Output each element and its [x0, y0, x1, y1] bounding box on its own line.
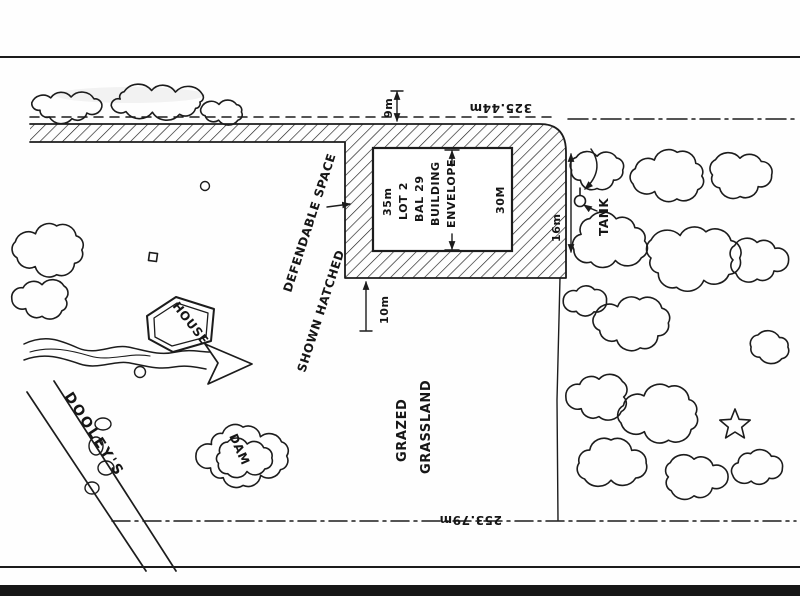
tree-cloud — [729, 237, 790, 283]
shed-symbol — [147, 251, 159, 263]
envelope-width-label: 35m — [381, 187, 394, 216]
house-outline — [146, 296, 215, 353]
rear-setback-label: 10m — [378, 295, 391, 324]
tank-symbol — [573, 194, 587, 208]
tree-cloud — [110, 83, 205, 121]
tree-cloud — [199, 99, 243, 126]
tree-cloud — [215, 437, 274, 479]
stone-3 — [97, 460, 115, 476]
tree-cloud — [629, 148, 705, 203]
grassland-label: GRASSLAND — [419, 380, 434, 474]
tank-leader-arrow — [583, 204, 598, 213]
scan-bottom-bar — [0, 585, 800, 596]
bottom-boundary-length-label: 253.79m — [439, 513, 502, 527]
lot-number-label: LOT 2 — [397, 182, 410, 220]
tree-cloud — [195, 423, 290, 489]
small-circle-feature-2 — [133, 365, 147, 379]
side-boundary-line — [556, 277, 561, 521]
tree-cloud — [645, 226, 742, 293]
tree-cloud — [30, 91, 103, 125]
road-edge-1 — [26, 391, 147, 572]
building-word-label: BUILDING — [429, 161, 442, 226]
bal-rating-label: BAL 29 — [413, 175, 426, 222]
creek-squiggle — [29, 348, 151, 359]
defendable-leader-arrow — [326, 201, 352, 209]
vegetation-group — [10, 83, 790, 501]
road-edge-2 — [53, 380, 177, 572]
dam-label: DAM — [226, 432, 252, 468]
envelope-word-label: ENVELOPE — [445, 159, 458, 228]
envelope-depth-label: 30M — [494, 186, 507, 214]
tree-cloud — [576, 437, 648, 488]
building-envelope — [371, 146, 514, 253]
tree-cloud — [10, 278, 69, 320]
corner-hook-arrow — [584, 148, 598, 190]
stone-2 — [88, 436, 104, 456]
tree-cloud — [565, 373, 628, 421]
road-name-label: DOOLEY'S — [61, 389, 128, 480]
scan-smudge — [55, 87, 205, 103]
tank-label: TANK — [597, 198, 611, 236]
tree-cloud — [664, 453, 729, 501]
top-boundary-length-label: 325.44m — [469, 101, 532, 115]
grazed-label: GRAZED — [395, 399, 410, 462]
creek-bank-lower — [23, 355, 207, 370]
creek-flow-arrow — [204, 343, 253, 385]
front-setback-label: 9m — [382, 98, 395, 118]
star-marker — [719, 408, 751, 439]
small-circle-feature — [199, 180, 211, 192]
tree-cloud — [562, 285, 608, 317]
tree-cloud — [730, 448, 784, 486]
tree-cloud — [11, 222, 85, 278]
defendable-space-outline — [29, 123, 567, 279]
tree-cloud — [709, 151, 773, 200]
defendable-space-hatch — [30, 124, 566, 278]
tree-cloud — [592, 296, 671, 352]
tree-cloud — [616, 383, 699, 444]
creek-bank-upper — [23, 338, 211, 355]
tree-cloud — [749, 329, 790, 365]
stone-1 — [94, 417, 112, 431]
stone-4 — [84, 481, 100, 495]
house-outline-inner — [153, 302, 209, 347]
side-offset-label: 16m — [550, 213, 563, 242]
